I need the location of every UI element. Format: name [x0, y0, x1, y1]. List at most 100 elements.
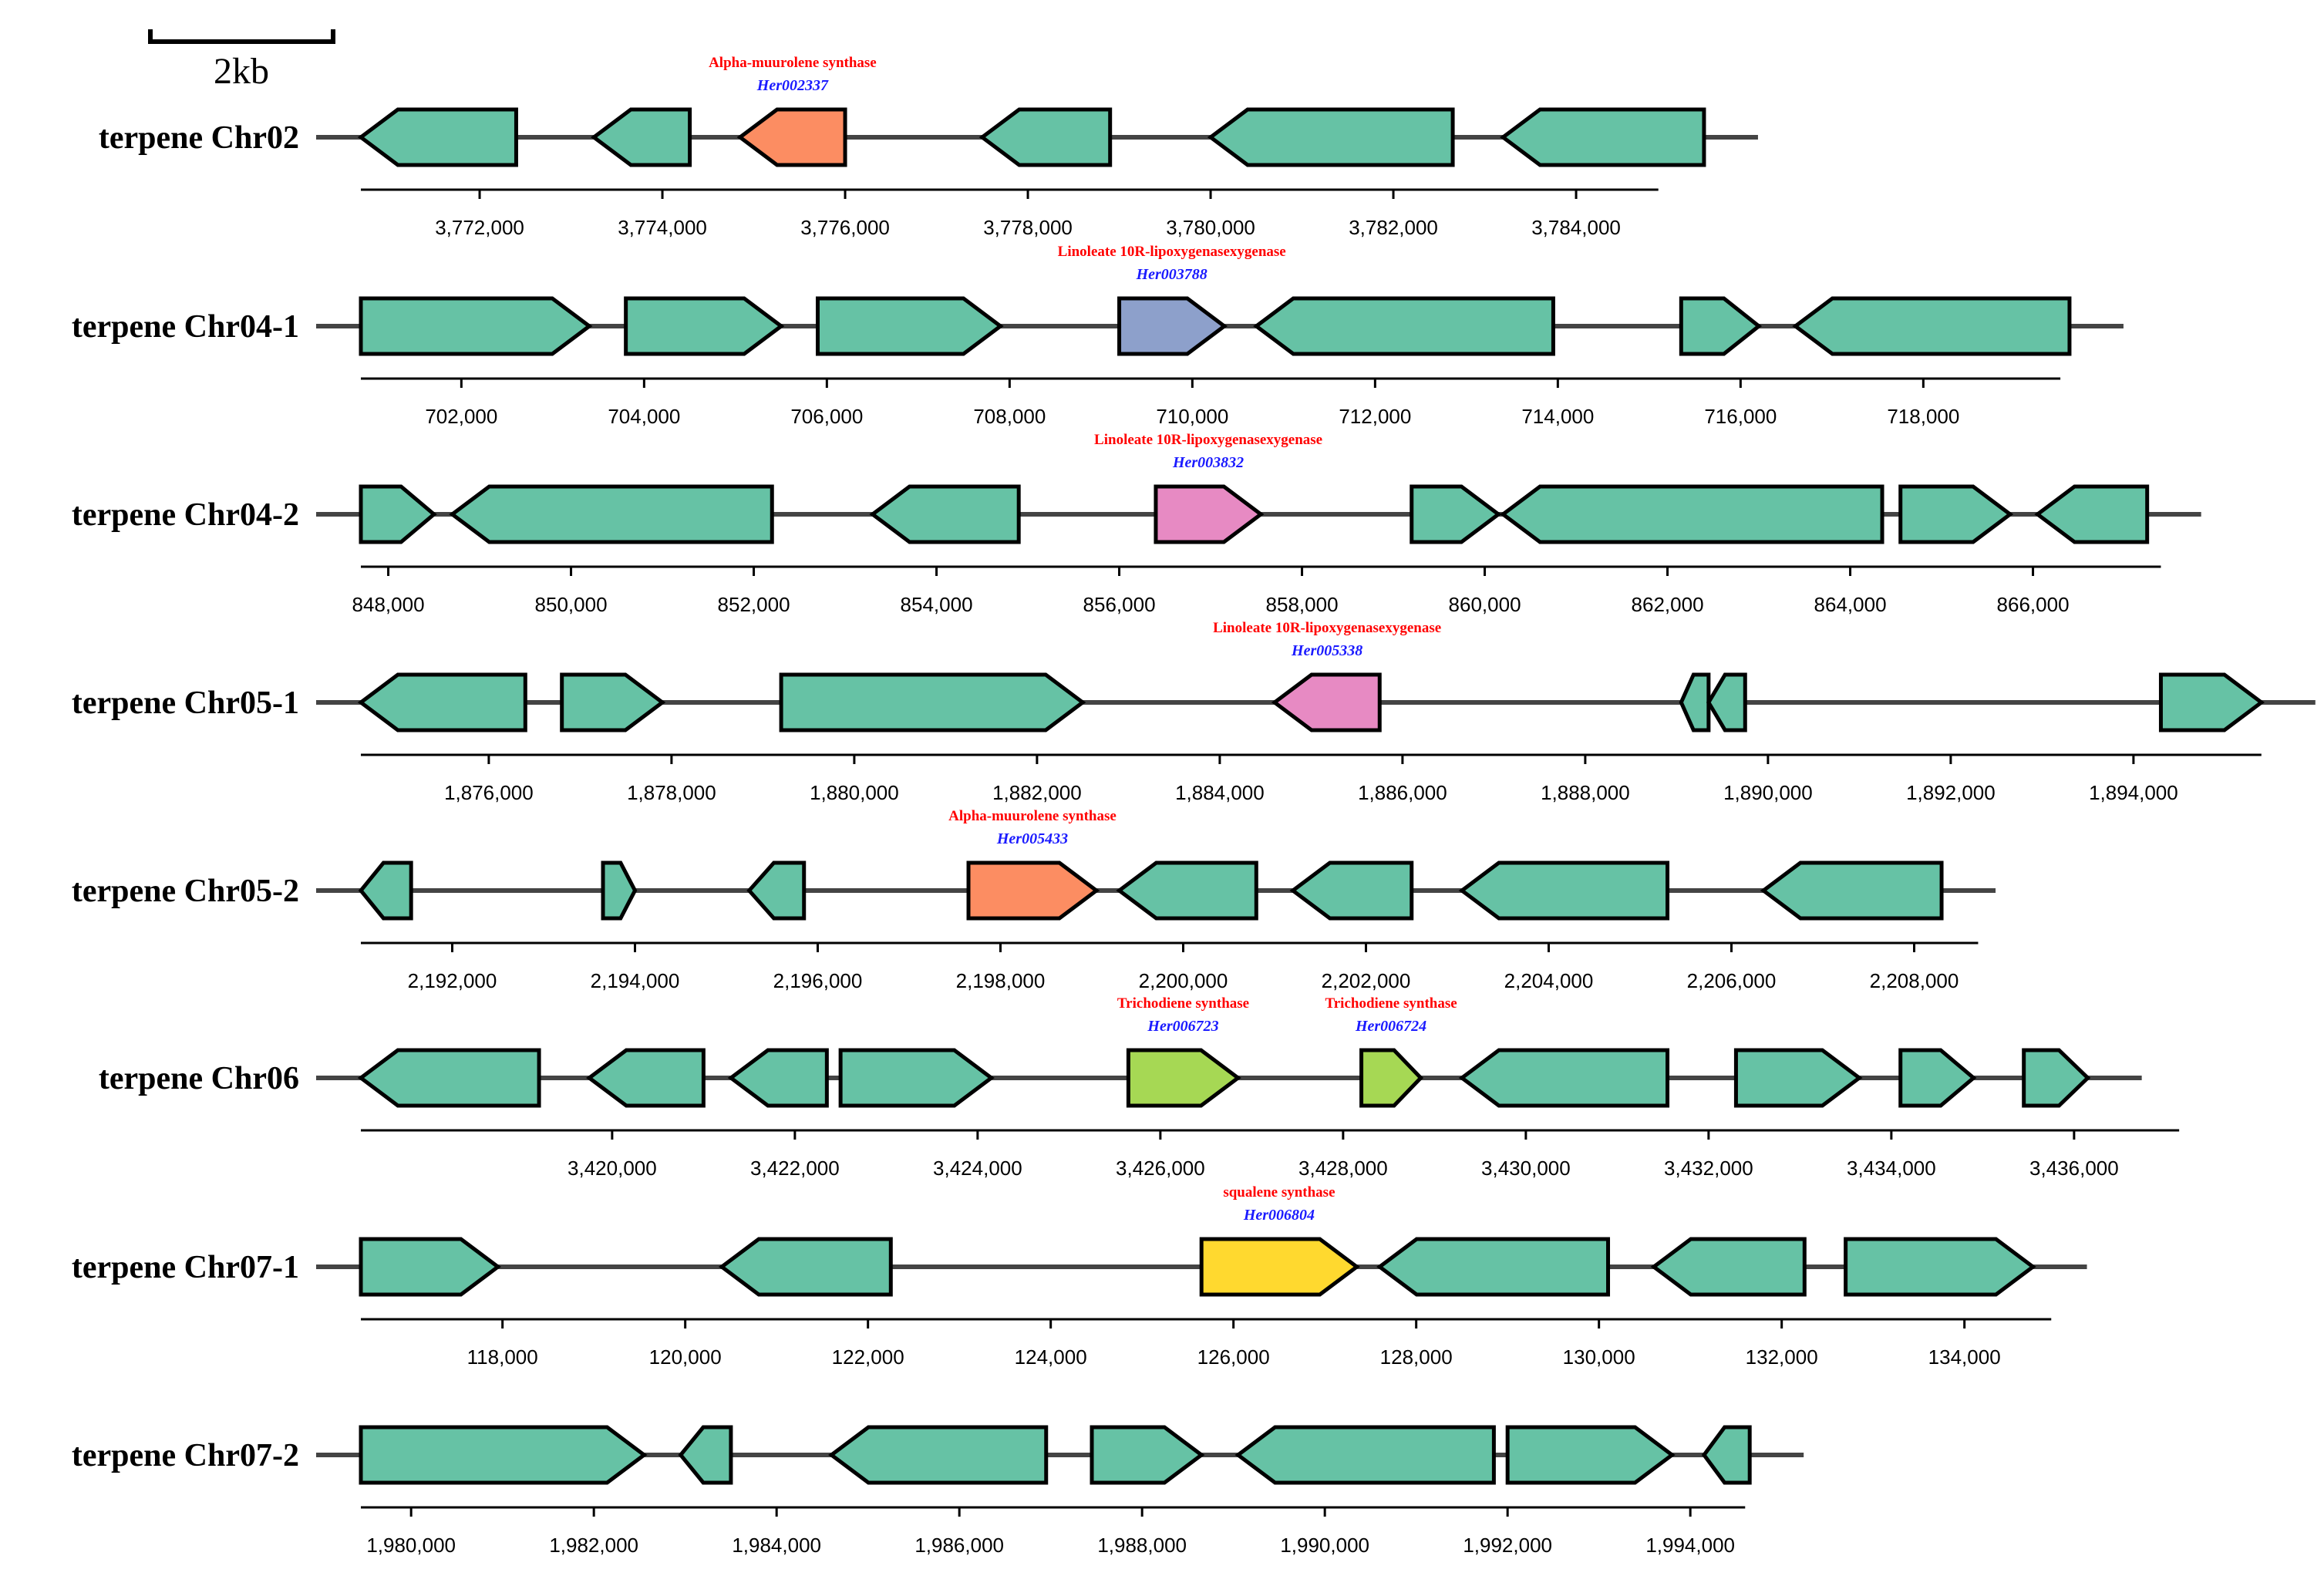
gene-arrow [2158, 672, 2265, 732]
tick-label: 1,992,000 [1463, 1534, 1552, 1557]
gene-arrow [601, 860, 638, 921]
tick-label: 3,774,000 [618, 216, 707, 239]
tick-label: 3,424,000 [933, 1157, 1022, 1180]
tick-label: 1,990,000 [1280, 1534, 1369, 1557]
gene-arrow [978, 107, 1113, 167]
tick-label: 714,000 [1521, 405, 1594, 428]
track-label: terpene Chr07-2 [72, 1438, 299, 1473]
tick-label: 122,000 [832, 1345, 904, 1369]
gene-arrow [869, 484, 1021, 544]
gene-arrow [2034, 484, 2150, 544]
gene-arrow [1116, 860, 1258, 921]
highlighted-gene-arrow [1126, 1048, 1241, 1108]
gene-arrow [1733, 1048, 1863, 1108]
tick-label: 3,436,000 [2029, 1157, 2119, 1180]
tick-label: 858,000 [1266, 593, 1339, 616]
gene-annotation-id: Her006804 [1243, 1207, 1315, 1224]
gene-annotation-name: Alpha-muurolene synthase [709, 55, 877, 71]
gene-arrow [1458, 1048, 1670, 1108]
gene-annotation-name: Linoleate 10R-lipoxygenasexygenase [1094, 432, 1322, 448]
tick-label: 1,894,000 [2089, 781, 2178, 804]
tick-label: 3,780,000 [1166, 216, 1255, 239]
track-label: terpene Chr05-2 [72, 874, 299, 909]
gene-arrow [586, 1048, 706, 1108]
tick-label: 2,208,000 [1870, 969, 1959, 992]
tick-label: 1,984,000 [732, 1534, 821, 1557]
gene-arrow [1701, 1425, 1752, 1485]
track-label: terpene Chr06 [99, 1061, 299, 1096]
gene-annotation-id: Her002337 [756, 77, 829, 94]
gene-arrow [828, 1425, 1049, 1485]
gene-arrow [1760, 860, 1944, 921]
tick-label: 1,892,000 [1906, 781, 1996, 804]
gene-arrow [1898, 1048, 1977, 1108]
tick-label: 124,000 [1015, 1345, 1087, 1369]
gene-arrow [359, 484, 437, 544]
tick-label: 1,884,000 [1175, 781, 1265, 804]
tick-label: 3,432,000 [1664, 1157, 1753, 1180]
scale-bar-label: 2kb [214, 51, 269, 92]
tick-label: 718,000 [1887, 405, 1959, 428]
gene-annotation-name: Trichodiene synthase [1117, 995, 1249, 1012]
tick-label: 134,000 [1928, 1345, 2001, 1369]
highlighted-gene-arrow [1117, 296, 1228, 356]
gene-arrow [359, 296, 593, 356]
tick-label: 848,000 [352, 593, 425, 616]
tick-label: 2,204,000 [1504, 969, 1594, 992]
gene-arrow [358, 860, 413, 921]
highlighted-gene-arrow [966, 860, 1100, 921]
tick-label: 856,000 [1083, 593, 1156, 616]
tick-label: 862,000 [1632, 593, 1704, 616]
tick-label: 3,776,000 [800, 216, 890, 239]
track-label: terpene Chr07-1 [72, 1250, 299, 1285]
gene-arrow [1650, 1237, 1807, 1297]
tick-label: 132,000 [1746, 1345, 1818, 1369]
tick-label: 850,000 [535, 593, 608, 616]
tick-label: 3,430,000 [1481, 1157, 1571, 1180]
tick-label: 1,882,000 [992, 781, 1082, 804]
gene-arrow [1458, 860, 1670, 921]
gene-arrow [838, 1048, 995, 1108]
tick-label: 3,422,000 [750, 1157, 840, 1180]
tick-label: 128,000 [1380, 1345, 1453, 1369]
gene-arrow [727, 1048, 829, 1108]
tick-label: 3,772,000 [435, 216, 524, 239]
gene-arrow [1792, 296, 2072, 356]
gene-arrow [1679, 672, 1711, 732]
gene-arrow [1679, 296, 1763, 356]
gene-arrow [359, 1237, 501, 1297]
gene-arrow [1500, 107, 1706, 167]
tick-label: 130,000 [1563, 1345, 1635, 1369]
track-label: terpene Chr04-1 [72, 309, 299, 345]
tick-label: 1,994,000 [1645, 1534, 1735, 1557]
gene-arrow [591, 107, 692, 167]
highlighted-gene-arrow [1154, 484, 1265, 544]
tick-label: 860,000 [1449, 593, 1521, 616]
gene-annotation-id: Her003832 [1172, 454, 1244, 471]
gene-arrow [449, 484, 774, 544]
highlighted-gene-arrow [736, 107, 847, 167]
gene-arrow [816, 296, 1004, 356]
tick-label: 854,000 [901, 593, 973, 616]
tick-label: 1,980,000 [366, 1534, 456, 1557]
gene-arrow [1505, 1425, 1676, 1485]
gene-annotation-id: Her003788 [1136, 266, 1207, 283]
gene-arrow [746, 860, 807, 921]
track-label: terpene Chr05-1 [72, 685, 299, 721]
gene-annotation-name: Alpha-muurolene synthase [948, 808, 1117, 824]
tick-label: 710,000 [1156, 405, 1228, 428]
tick-label: 1,888,000 [1541, 781, 1630, 804]
tick-label: 2,198,000 [956, 969, 1046, 992]
tick-label: 1,876,000 [444, 781, 534, 804]
gene-arrow [1376, 1237, 1611, 1297]
tick-label: 1,986,000 [914, 1534, 1004, 1557]
tick-label: 1,886,000 [1358, 781, 1447, 804]
gene-arrow [718, 1237, 893, 1297]
gene-arrow [1253, 296, 1555, 356]
gene-arrow [624, 296, 785, 356]
tick-label: 866,000 [1997, 593, 2070, 616]
